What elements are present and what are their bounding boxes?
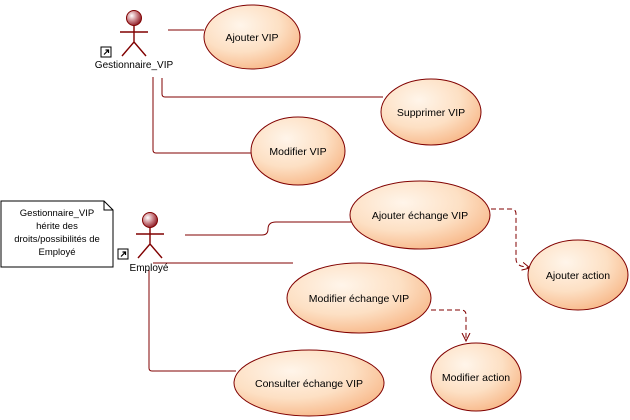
inheritance-note[interactable]: Gestionnaire_VIP hérite des droits/possi… [0, 200, 114, 268]
use-case-label: Ajouter échange VIP [372, 210, 468, 222]
note-line: hérite des [36, 221, 78, 232]
association-employe-ajouter-echange [185, 221, 352, 236]
actor-figure-icon [136, 227, 164, 259]
note-fold [103, 201, 113, 211]
shortcut-icon [117, 248, 129, 260]
use-case-label: Consulter échange VIP [255, 378, 363, 390]
dependency-modifier-echange-modifier-action [431, 309, 466, 341]
note-shape [0, 200, 114, 268]
use-case-label: Ajouter VIP [225, 32, 278, 44]
use-case-modifier-echange-vip[interactable]: Modifier échange VIP [286, 262, 432, 334]
association-gestionnaire-supprimer-vip [161, 78, 383, 98]
use-case-modifier-action[interactable]: Modifier action [430, 342, 522, 412]
use-case-label: Modifier VIP [269, 146, 326, 158]
use-case-modifier-vip[interactable]: Modifier VIP [250, 116, 346, 186]
use-case-ajouter-action[interactable]: Ajouter action [527, 239, 629, 311]
use-case-consulter-echange-vip[interactable]: Consulter échange VIP [233, 349, 385, 417]
use-case-label: Modifier échange VIP [309, 293, 409, 305]
actor-figure-icon [120, 25, 148, 57]
use-case-supprimer-vip[interactable]: Supprimer VIP [380, 78, 482, 146]
note-line: droits/possibilités de [14, 234, 100, 245]
use-case-label: Supprimer VIP [397, 107, 465, 119]
note-line: Gestionnaire_VIP [20, 208, 94, 219]
actor-head [142, 212, 158, 228]
use-case-label: Modifier action [442, 372, 510, 384]
use-case-ajouter-vip[interactable]: Ajouter VIP [203, 4, 301, 70]
actor-employe[interactable]: Employé [117, 212, 169, 275]
use-case-label: Ajouter action [546, 270, 610, 282]
dependency-ajouter-echange-ajouter-action [491, 208, 530, 268]
actor-gestionnaire-vip[interactable]: Gestionnaire_VIP [95, 10, 174, 72]
actor-head [126, 10, 142, 26]
association-gestionnaire-modifier-vip [152, 77, 252, 154]
shortcut-icon [100, 46, 112, 58]
use-case-ajouter-echange-vip[interactable]: Ajouter échange VIP [349, 180, 491, 250]
actor-label: Employé [130, 263, 169, 274]
actor-label: Gestionnaire_VIP [95, 60, 174, 71]
note-line: Employé [39, 247, 76, 258]
association-employe-consulter-echange [148, 270, 236, 372]
